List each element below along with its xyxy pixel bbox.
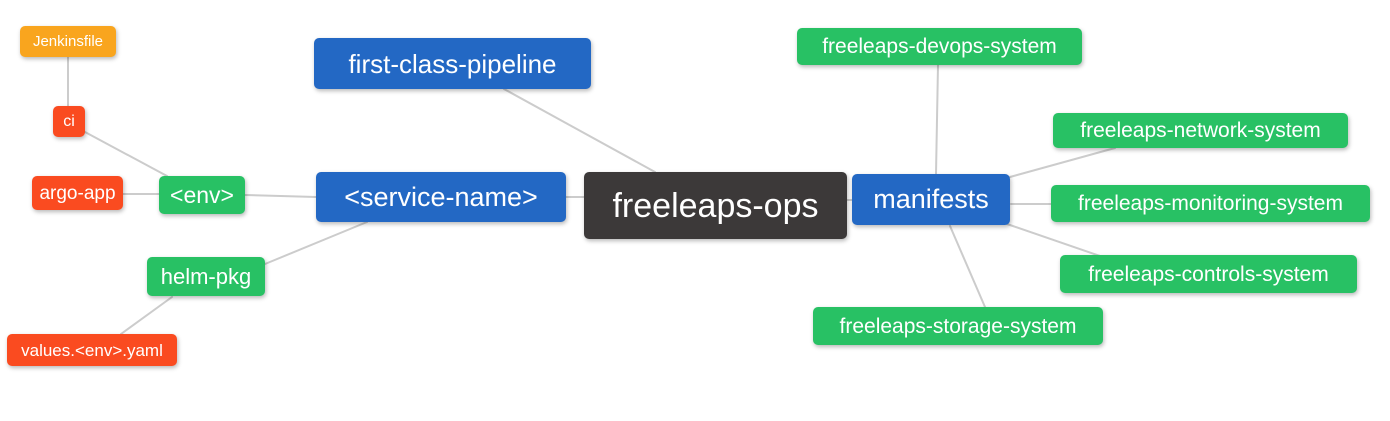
edge-manifests-to-freeleaps-network-system — [1009, 147, 1116, 178]
edge-manifests-to-freeleaps-storage-system — [949, 225, 986, 308]
node-ci[interactable]: ci — [53, 106, 85, 137]
edge-values-env-yaml-to-helm-pkg — [120, 296, 173, 335]
node-freeleaps-ops[interactable]: freeleaps-ops — [584, 172, 847, 239]
node-manifests[interactable]: manifests — [852, 174, 1010, 225]
node-first-class-pipeline[interactable]: first-class-pipeline — [314, 38, 591, 89]
node-jenkinsfile[interactable]: Jenkinsfile — [20, 26, 116, 57]
node-env[interactable]: <env> — [159, 176, 245, 214]
node-helm-pkg[interactable]: helm-pkg — [147, 257, 265, 296]
node-values-env-yaml[interactable]: values.<env>.yaml — [7, 334, 177, 366]
node-freeleaps-monitoring-system[interactable]: freeleaps-monitoring-system — [1051, 185, 1370, 222]
node-freeleaps-controls-system[interactable]: freeleaps-controls-system — [1060, 255, 1357, 293]
edge-ci-to-env — [84, 131, 168, 177]
node-service-name[interactable]: <service-name> — [316, 172, 566, 222]
edge-manifests-to-freeleaps-controls-system — [1006, 223, 1101, 257]
node-freeleaps-network-system[interactable]: freeleaps-network-system — [1053, 113, 1348, 148]
edge-first-class-pipeline-to-freeleaps-ops — [503, 88, 656, 173]
edge-manifests-to-freeleaps-devops-system — [935, 64, 939, 175]
edge-env-to-service-name — [244, 194, 317, 198]
edge-helm-pkg-to-service-name — [264, 221, 368, 265]
node-argo-app[interactable]: argo-app — [32, 176, 123, 210]
node-freeleaps-storage-system[interactable]: freeleaps-storage-system — [813, 307, 1103, 345]
node-freeleaps-devops-system[interactable]: freeleaps-devops-system — [797, 28, 1082, 65]
